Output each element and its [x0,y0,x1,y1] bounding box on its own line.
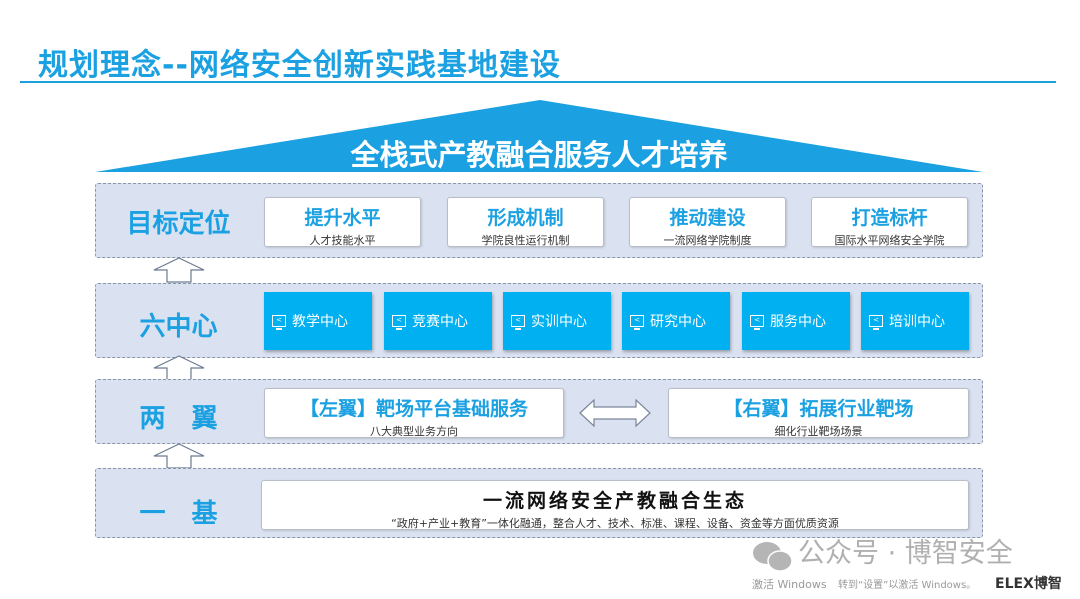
wing-sub: 八大典型业务方向 [370,425,458,438]
page-title: 规划理念--网络安全创新实践基地建设 [38,48,561,83]
row-goal: 目标定位 提升水平人才技能水平 形成机制学院良性运行机制 推动建设一流网络学院制… [95,183,983,258]
up-arrow-icon [153,443,205,469]
center-label: 培训中心 [889,314,945,330]
monitor-network-icon: < [511,315,525,330]
monitor-network-icon: < [630,315,644,330]
wing-sub: 细化行业靶场场景 [774,425,863,438]
goal-card: 推动建设一流网络学院制度 [629,197,786,247]
row-label: 一 基 [139,499,218,529]
center-card: < 研究中心 [622,292,730,350]
goal-sub: 国际水平网络安全学院 [834,234,945,247]
center-label: 研究中心 [650,314,706,330]
wechat-watermark: 公众号 · 博智安全 [798,538,1013,569]
row-label: 目标定位 [126,209,231,239]
row-label: 两 翼 [139,404,218,434]
base-card: 一流网络安全产教融合生态 “政府+产业+教育”一体化融通，整合人才、技术、标准、课… [261,480,969,530]
goal-card: 打造标杆国际水平网络安全学院 [811,197,968,247]
goal-title: 形成机制 [487,207,564,229]
base-sub: “政府+产业+教育”一体化融通，整合人才、技术、标准、课程、设备、资金等方面优质… [391,517,839,530]
goal-title: 打造标杆 [851,207,928,229]
elex-logo: ELEX博智 [995,576,1062,592]
center-card: < 服务中心 [742,292,850,350]
goal-title: 提升水平 [304,207,381,229]
center-card: < 培训中心 [861,292,969,350]
center-label: 实训中心 [531,314,587,330]
monitor-network-icon: < [272,315,286,330]
roof-title: 全栈式产教融合服务人才培养 [350,138,728,172]
center-card: < 实训中心 [503,292,611,350]
up-arrow-icon [153,355,205,381]
row-centers: 六中心 < 教学中心 < 竞赛中心 < 实训中心 < 研究中心 < 服务中心 < 培训中心 [95,283,983,358]
windows-activation-line2: 转到“设置”以激活 Windows。 [838,580,977,591]
monitor-network-icon: < [392,315,406,330]
row-label: 六中心 [139,312,218,342]
monitor-network-icon: < [750,315,764,330]
goal-card: 形成机制学院良性运行机制 [447,197,604,247]
roof-triangle [95,100,983,172]
base-title: 一流网络安全产教融合生态 [482,490,747,512]
center-label: 竞赛中心 [412,314,468,330]
wechat-icon [753,542,793,572]
wing-title: 【左翼】靶场平台基础服务 [299,398,528,420]
left-wing-card: 【左翼】靶场平台基础服务八大典型业务方向 [264,388,564,438]
row-base: 一 基 一流网络安全产教融合生态 “政府+产业+教育”一体化融通，整合人才、技术、… [95,468,983,538]
double-arrow-icon [579,398,651,428]
goal-sub: 学院良性运行机制 [481,234,570,247]
right-wing-card: 【右翼】拓展行业靶场细化行业靶场场景 [668,388,969,438]
goal-title: 推动建设 [669,207,746,229]
up-arrow-icon [153,257,205,283]
center-card: < 竞赛中心 [384,292,492,350]
center-card: < 教学中心 [264,292,372,350]
monitor-network-icon: < [869,315,883,330]
wing-title: 【右翼】拓展行业靶场 [723,398,914,420]
goal-sub: 一流网络学院制度 [663,234,752,247]
goal-card: 提升水平人才技能水平 [264,197,421,247]
windows-activation-line1: 激活 Windows [752,578,827,591]
row-wings: 两 翼 【左翼】靶场平台基础服务八大典型业务方向 【右翼】拓展行业靶场细化行业靶… [95,379,983,444]
goal-sub: 人才技能水平 [309,234,376,247]
title-divider [20,81,1056,83]
center-label: 教学中心 [292,314,348,330]
center-label: 服务中心 [770,314,826,330]
